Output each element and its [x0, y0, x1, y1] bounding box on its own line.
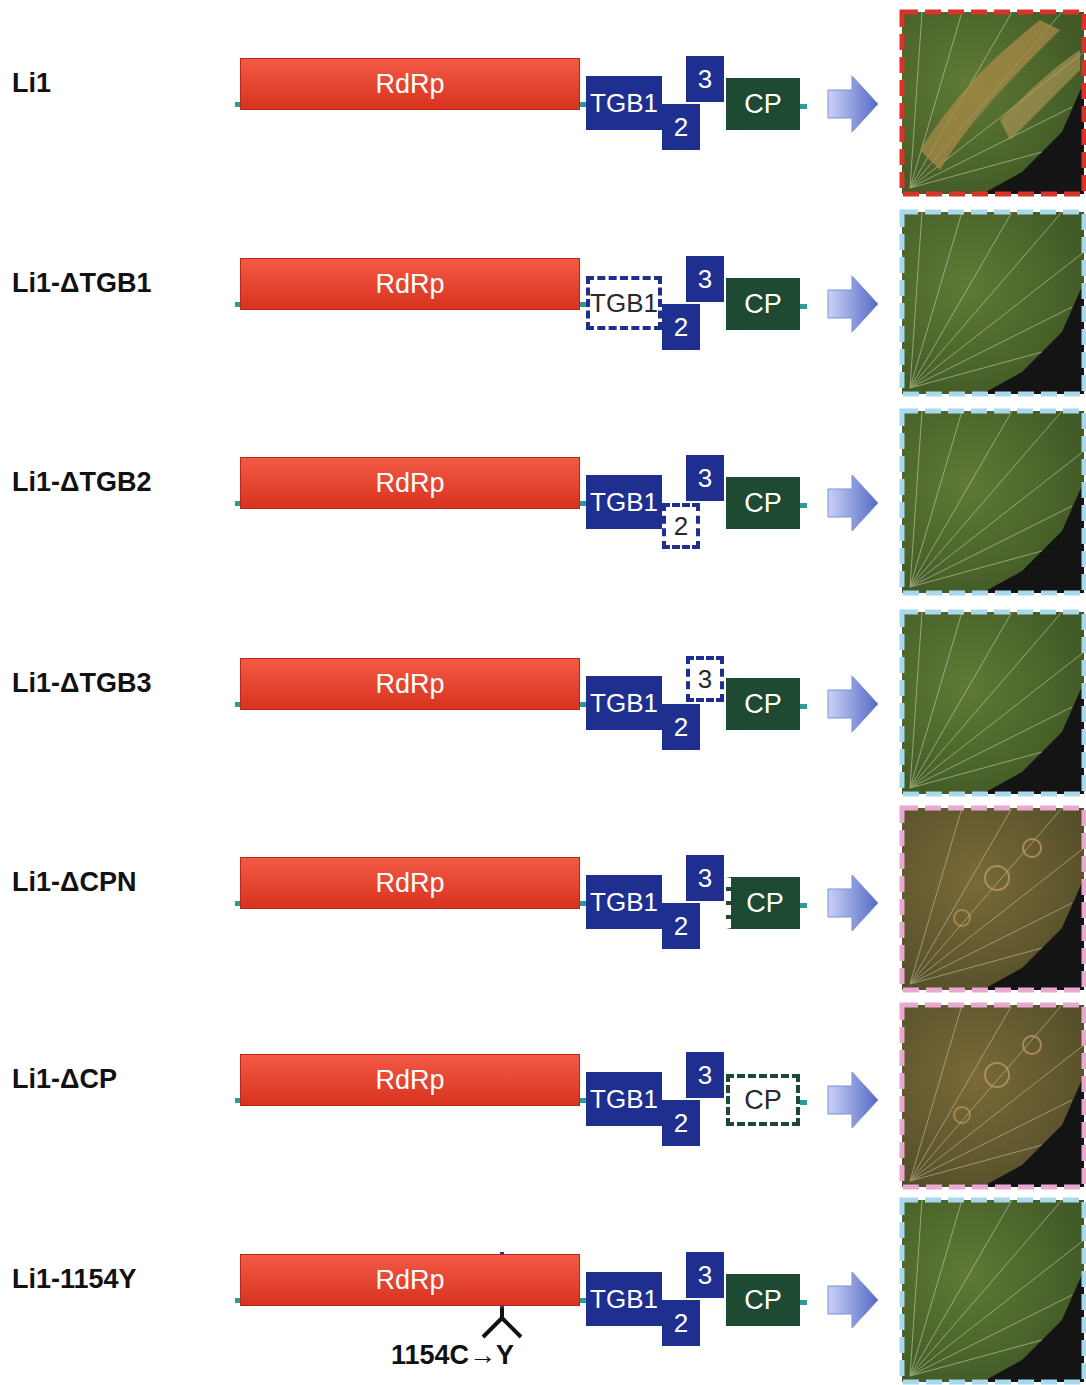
gene-name: 2 — [674, 913, 688, 939]
gene-name: CP — [744, 490, 782, 517]
tgb1-gene: TGB1 — [586, 76, 662, 130]
gene-name: 2 — [674, 114, 688, 140]
tgb2-gene: 2 — [662, 503, 700, 549]
gene-name: 2 — [674, 513, 688, 539]
leaf-photo — [902, 1005, 1084, 1187]
gene-name: 3 — [698, 1062, 712, 1088]
gene-name: 2 — [674, 1110, 688, 1136]
cp-gene: CP — [726, 278, 800, 330]
mutation-label: 1154C→Y — [391, 1342, 514, 1369]
construct-name: Li1 — [12, 70, 51, 97]
construct-name: Li1-1154Y — [12, 1266, 137, 1293]
tgb2-gene: 2 — [662, 903, 700, 949]
gene-name: 3 — [698, 1262, 712, 1288]
gene-name: CP — [744, 1287, 782, 1314]
gene-name: TGB1 — [590, 90, 658, 116]
gene-name: TGB1 — [590, 889, 658, 915]
gene-name: 3 — [698, 66, 712, 92]
leaf-photo — [902, 12, 1084, 194]
tgb1-gene: TGB1 — [586, 1072, 662, 1126]
rdrp-gene: RdRp — [240, 1054, 580, 1106]
tgb2-gene: 2 — [662, 304, 700, 350]
cp-gene: CP — [726, 477, 800, 529]
tgb3-gene: 3 — [686, 656, 724, 702]
gene-name: TGB1 — [590, 290, 658, 316]
tgb2-gene: 2 — [662, 1100, 700, 1146]
gene-name: TGB1 — [590, 690, 658, 716]
gene-name: 3 — [698, 865, 712, 891]
tgb3-gene: 3 — [686, 1252, 724, 1298]
cp-gene: CP — [726, 877, 800, 929]
rdrp-gene: RdRp — [240, 258, 580, 310]
gene-name: TGB1 — [590, 489, 658, 515]
tgb3-gene: 3 — [686, 56, 724, 102]
gene-name: RdRp — [375, 671, 444, 698]
cp-gene: CP — [726, 1074, 800, 1126]
gene-name: 2 — [674, 714, 688, 740]
gene-name: TGB1 — [590, 1286, 658, 1312]
cp-gene: CP — [726, 78, 800, 130]
leaf-photo — [902, 808, 1084, 990]
gene-name: CP — [744, 291, 782, 318]
gene-name: RdRp — [375, 1067, 444, 1094]
construct-name: Li1-ΔCP — [12, 1066, 117, 1093]
gene-name: 3 — [698, 666, 712, 692]
cp-gene: CP — [726, 678, 800, 730]
tgb3-gene: 3 — [686, 1052, 724, 1098]
gene-name: 3 — [698, 266, 712, 292]
tgb1-gene: TGB1 — [586, 1272, 662, 1326]
leaf-photo — [902, 612, 1084, 794]
gene-name: RdRp — [375, 71, 444, 98]
tgb1-gene: TGB1 — [586, 875, 662, 929]
construct-name: Li1-ΔCPN — [12, 869, 136, 896]
gene-name: TGB1 — [590, 1086, 658, 1112]
construct-name: Li1-ΔTGB2 — [12, 469, 151, 496]
gene-name: RdRp — [375, 870, 444, 897]
gene-name: RdRp — [375, 1267, 444, 1294]
gene-name: CP — [746, 890, 784, 917]
tgb1-gene: TGB1 — [586, 276, 662, 330]
tgb1-gene: TGB1 — [586, 475, 662, 529]
rdrp-gene: RdRp — [240, 658, 580, 710]
rdrp-gene: RdRp — [240, 1254, 580, 1306]
tgb2-gene: 2 — [662, 704, 700, 750]
leaf-photo — [902, 1200, 1084, 1382]
tgb2-gene: 2 — [662, 104, 700, 150]
gene-name: CP — [744, 1087, 782, 1114]
construct-name: Li1-ΔTGB1 — [12, 270, 151, 297]
gene-name: 3 — [698, 465, 712, 491]
construct-name: Li1-ΔTGB3 — [12, 670, 151, 697]
tgb3-gene: 3 — [686, 256, 724, 302]
rdrp-gene: RdRp — [240, 58, 580, 110]
gene-name: RdRp — [375, 271, 444, 298]
gene-name: CP — [744, 691, 782, 718]
gene-name: CP — [744, 91, 782, 118]
tgb2-gene: 2 — [662, 1300, 700, 1346]
cp-gene: CP — [726, 1274, 800, 1326]
tgb3-gene: 3 — [686, 455, 724, 501]
tgb3-gene: 3 — [686, 855, 724, 901]
gene-name: RdRp — [375, 470, 444, 497]
leaf-photo — [902, 212, 1084, 394]
gene-name: 2 — [674, 314, 688, 340]
rdrp-gene: RdRp — [240, 457, 580, 509]
rdrp-gene: RdRp — [240, 857, 580, 909]
gene-name: 2 — [674, 1310, 688, 1336]
leaf-photo — [902, 411, 1084, 593]
tgb1-gene: TGB1 — [586, 676, 662, 730]
